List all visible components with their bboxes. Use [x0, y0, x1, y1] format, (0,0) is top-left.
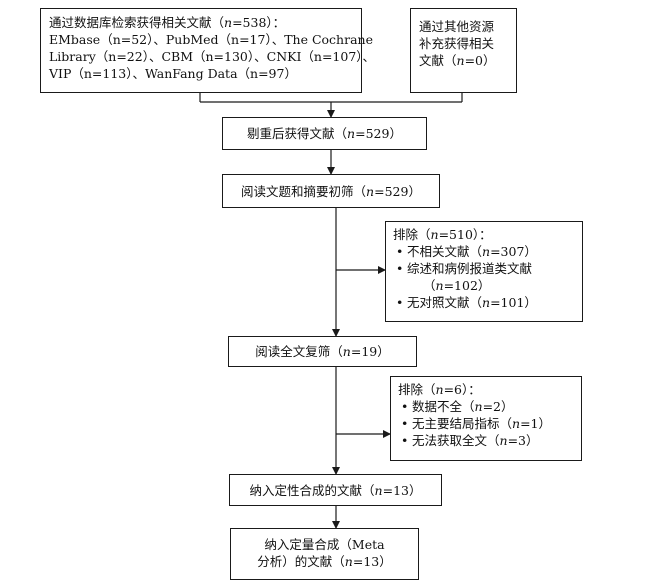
- exclusion1-item-irrelevant: •不相关文献（n=307）: [396, 244, 537, 259]
- other-sources-box: 通过其他资源 补充获得相关 文献（n=0）: [410, 8, 517, 93]
- quantitative-synthesis-line-2: 分析）的文献（n=13）: [257, 554, 392, 569]
- bullet: •: [401, 433, 409, 448]
- title-abstract-screening-text: 阅读文题和摘要初筛（n=529）: [241, 183, 421, 199]
- database-search-box: 通过数据库检索获得相关文献（n=538）： EMbase（n=52）、PubMe…: [40, 8, 376, 93]
- exclusion-box-full-text: 排除（n=6）： •数据不全（n=2） •无主要结局指标（n=1） •无法获取全…: [390, 376, 582, 461]
- exclusion2-item-no-full-text: •无法获取全文（n=3）: [401, 433, 539, 448]
- bullet: •: [396, 261, 404, 276]
- full-text-screening-text: 阅读全文复筛（n=19）: [255, 344, 390, 359]
- exclusion1-item-reviews: •综述和病例报道类文献: [396, 261, 533, 276]
- exclusion2-item-no-primary-outcome: •无主要结局指标（n=1）: [401, 416, 552, 431]
- bullet: •: [401, 399, 409, 414]
- exclusion2-item-incomplete-data: •数据不全（n=2）: [401, 399, 514, 414]
- qualitative-synthesis-box: 纳入定性合成的文献（n=13）: [229, 474, 442, 506]
- exclusion-box-screening: 排除（n=510）： •不相关文献（n=307） •综述和病例报道类文献 （n=…: [385, 221, 583, 322]
- after-dedup-text: 剔重后获得文献（n=529）: [247, 126, 402, 141]
- bullet: •: [396, 295, 404, 310]
- other-sources-line-3: 文献（n=0）: [419, 53, 496, 68]
- other-sources-line-1: 通过其他资源: [419, 19, 495, 34]
- exclusion2-title: 排除（n=6）：: [398, 382, 481, 397]
- exclusion1-item-no-control: •无对照文献（n=101）: [396, 295, 537, 310]
- quantitative-synthesis-line-1: 纳入定量合成（Meta: [264, 537, 385, 552]
- bullet: •: [396, 244, 404, 259]
- exclusion1-title: 排除（n=510）：: [393, 227, 492, 242]
- other-sources-line-2: 补充获得相关: [419, 36, 495, 51]
- title-abstract-screening-box: 阅读文题和摘要初筛（n=529）: [222, 174, 440, 208]
- database-list-line-3: VIP（n=113）、WanFang Data（n=97）: [49, 66, 297, 81]
- database-list-line-2: Library（n=22）、CBM（n=130）、CNKI（n=107）、: [49, 49, 376, 64]
- full-text-screening-box: 阅读全文复筛（n=19）: [228, 336, 417, 367]
- database-search-title: 通过数据库检索获得相关文献（n=538）：: [49, 15, 286, 30]
- exclusion1-item-reviews-count: （n=102）: [423, 278, 491, 293]
- database-list-line-1: EMbase（n=52）、PubMed（n=17）、The Cochrane: [49, 32, 373, 47]
- after-dedup-box: 剔重后获得文献（n=529）: [222, 117, 427, 150]
- quantitative-synthesis-box: 纳入定量合成（Meta 分析）的文献（n=13）: [230, 528, 419, 580]
- qualitative-synthesis-text: 纳入定性合成的文献（n=13）: [249, 482, 422, 498]
- bullet: •: [401, 416, 409, 431]
